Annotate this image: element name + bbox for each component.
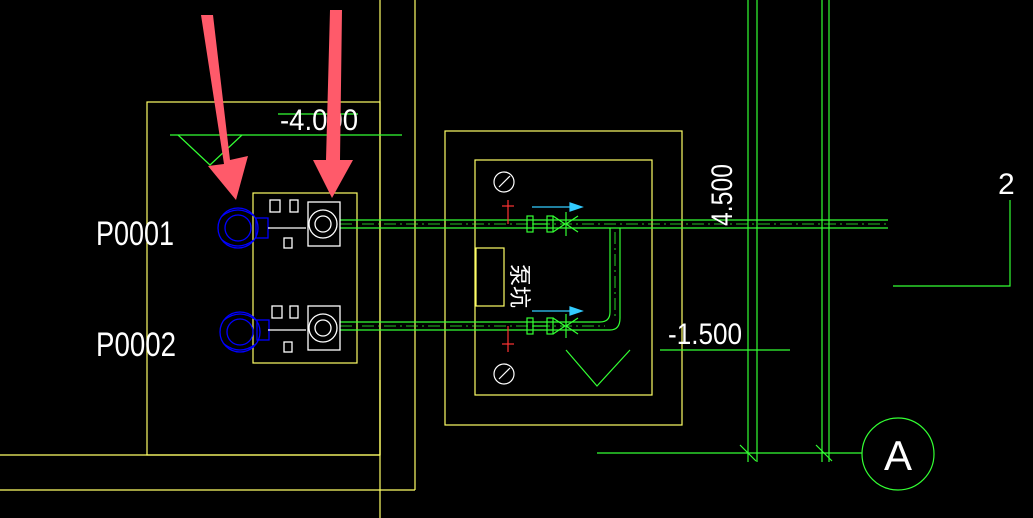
pump-room-outline — [146, 101, 381, 456]
pump-volute-icon[interactable] — [268, 305, 341, 353]
flow-arrow-head-2 — [569, 306, 584, 316]
grid-bubble-icon[interactable] — [861, 417, 935, 491]
gauge-needle-2 — [498, 367, 511, 380]
elevation-label-top: -4.000 — [280, 104, 358, 137]
grid-number-label: 2 — [998, 168, 1015, 201]
grid-2-leader — [893, 200, 1011, 287]
elev-top-triangle — [177, 134, 243, 166]
pump-p0001[interactable] — [217, 199, 341, 249]
elevation-label-right: -1.500 — [668, 318, 742, 351]
drawing-labels: -4.000 -1.500 4.500 P0001 P0002 2 A 泵坑 — [96, 104, 1015, 479]
pump-motor-icon[interactable] — [217, 207, 269, 249]
elevation-label-vertical: 4.500 — [706, 164, 739, 226]
callout-arrow-icon — [313, 10, 353, 198]
pump-base-frame — [252, 192, 358, 364]
valve-pit-outer — [444, 130, 683, 426]
pump-label-p0001: P0001 — [96, 215, 174, 253]
callout-arrow-icon — [201, 15, 248, 200]
callout-arrows — [201, 10, 353, 200]
pump-p0002[interactable] — [219, 305, 341, 353]
pit-room-label: 泵坑 — [506, 264, 531, 308]
grid-letter-label: A — [884, 432, 912, 479]
valve-pit-inner — [474, 159, 653, 396]
pressure-gauge-icon[interactable] — [493, 171, 515, 193]
pit-label-box — [475, 247, 505, 307]
green-lines — [170, 0, 1011, 491]
grid-tick-2 — [815, 444, 833, 462]
valve-set-2[interactable] — [493, 306, 584, 385]
pressure-gauge-icon[interactable] — [493, 363, 515, 385]
riser-outer — [609, 228, 621, 331]
building-walls — [0, 0, 683, 518]
valve-set-1[interactable] — [493, 171, 584, 236]
grid-tick-1 — [739, 444, 757, 462]
pipe-network — [340, 219, 888, 331]
pump-volute-icon[interactable] — [268, 199, 341, 249]
riser-inner — [599, 228, 611, 323]
elev-right-triangle — [565, 349, 631, 387]
flow-arrow-head-1 — [569, 202, 584, 212]
gauge-needle-1 — [498, 175, 511, 188]
pump-label-p0002: P0002 — [96, 326, 176, 364]
